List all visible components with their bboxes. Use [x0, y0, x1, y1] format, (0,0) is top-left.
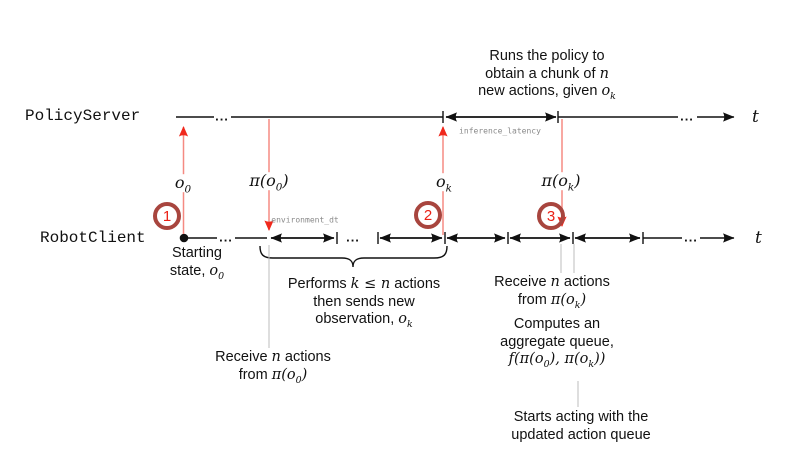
- client-ellipsis: ...: [684, 230, 698, 245]
- annotation-connectors: [268, 244, 579, 407]
- client-time-axis-label: t: [755, 228, 762, 248]
- receive-actions-o0-annotation: Receive n actions from π(o0): [215, 349, 331, 386]
- o0-message-label: o0: [171, 174, 195, 195]
- starts-acting-annotation: Starts acting with the updated action qu…: [511, 409, 651, 443]
- runs-policy-annotation: Runs the policy to obtain a chunk of n n…: [478, 48, 616, 103]
- client-ellipsis: ...: [346, 230, 360, 245]
- robot-client-label: RobotClient: [40, 229, 146, 247]
- environment-dt-label: environment_dt: [271, 215, 339, 225]
- ok-message-label: ok: [433, 173, 455, 194]
- policy-server-label: PolicyServer: [25, 107, 141, 125]
- pi-ok-message-label: π(ok): [538, 172, 584, 193]
- pi-o0-message-label: π(o0): [246, 172, 292, 193]
- inference-latency-label: inference_latency: [459, 126, 541, 136]
- policy-server-timeline: [176, 111, 735, 123]
- timeline-ellipses: ... ... ... ... ...: [215, 109, 698, 245]
- performs-actions-annotation: Performs k ≤ n actions then sends new ob…: [287, 276, 441, 331]
- step-3-badge: 3: [537, 202, 565, 230]
- step-2-badge: 2: [414, 201, 442, 229]
- server-time-axis-label: t: [752, 107, 759, 127]
- robot-client-timeline: [179, 232, 735, 244]
- message-arrows: [178, 119, 567, 235]
- receive-actions-ok-annotation: Receive n actions from π(ok): [494, 274, 610, 311]
- step-1-badge: 1: [153, 202, 181, 230]
- performs-brace: [259, 245, 448, 268]
- server-ellipsis: ...: [215, 109, 229, 124]
- server-ellipsis: ...: [680, 109, 694, 124]
- computes-queue-annotation: Computes an aggregate queue, f(π(o0), π(…: [500, 316, 614, 371]
- client-ellipsis: ...: [219, 230, 233, 245]
- starting-state-annotation: Starting state, o0: [169, 245, 225, 282]
